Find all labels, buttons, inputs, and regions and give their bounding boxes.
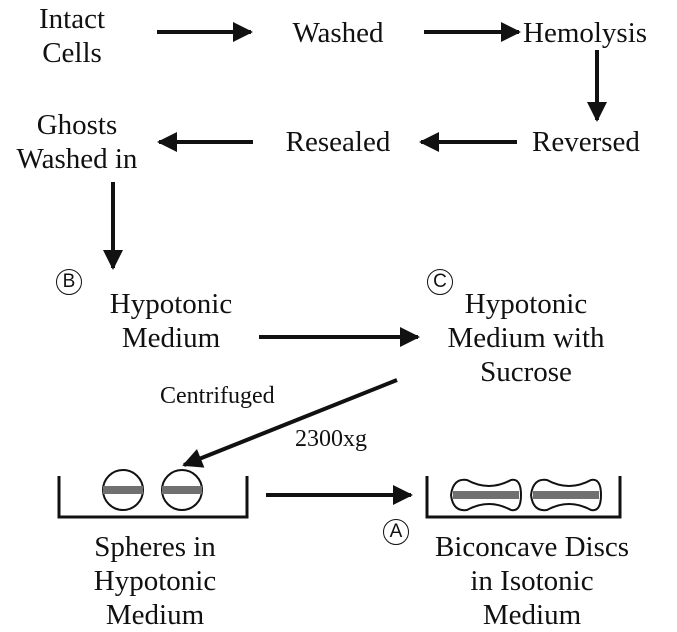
label-line: Hypotonic	[93, 565, 217, 597]
sphere-1-band	[103, 486, 143, 494]
label-line: Hypotonic	[464, 288, 588, 320]
label-hypotonic-sucrose: Hypotonic Medium with Sucrose	[421, 287, 631, 389]
label-washed: Washed	[292, 17, 384, 49]
label-hemolysis: Hemolysis	[523, 17, 648, 49]
dish-left	[57, 476, 249, 519]
label-reversed: Reversed	[532, 126, 640, 158]
disc-2-band	[533, 491, 599, 499]
label-ghosts-washed: Ghosts Washed in	[0, 108, 154, 176]
label-line: Hypotonic	[109, 288, 233, 320]
label-line: Biconcave Discs	[434, 531, 630, 563]
label-line: Medium	[105, 599, 205, 631]
marker-b: B	[56, 269, 82, 295]
label-spheres: Spheres in Hypotonic Medium	[60, 530, 250, 632]
label-line: Washed in	[16, 143, 138, 175]
disc-1-band	[453, 491, 519, 499]
sphere-2-band	[162, 486, 202, 494]
arrow-centrifuge	[182, 378, 398, 468]
marker-c: C	[427, 269, 453, 295]
label-line: Ghosts	[36, 109, 118, 141]
edge-label-centrifuged: Centrifuged	[160, 383, 275, 409]
label-biconcave: Biconcave Discs in Isotonic Medium	[412, 530, 652, 632]
label-line: Medium	[482, 599, 582, 631]
label-line: in Isotonic	[470, 565, 594, 597]
label-intact-cells: Intact Cells	[18, 2, 126, 70]
label-line: Spheres in	[94, 531, 216, 563]
dish-right	[425, 476, 622, 519]
label-line: Medium	[121, 322, 221, 354]
label-line: Sucrose	[480, 356, 572, 388]
sphere-dish	[57, 469, 249, 519]
label-line: Intact	[38, 3, 105, 35]
label-resealed: Resealed	[285, 126, 391, 158]
label-line: Medium with	[447, 322, 605, 354]
label-hypotonic-medium: Hypotonic Medium	[86, 287, 256, 355]
edge-label-force: 2300xg	[295, 426, 367, 452]
disc-dish	[425, 476, 622, 519]
marker-a: A	[383, 519, 409, 545]
label-line: Cells	[42, 37, 102, 69]
